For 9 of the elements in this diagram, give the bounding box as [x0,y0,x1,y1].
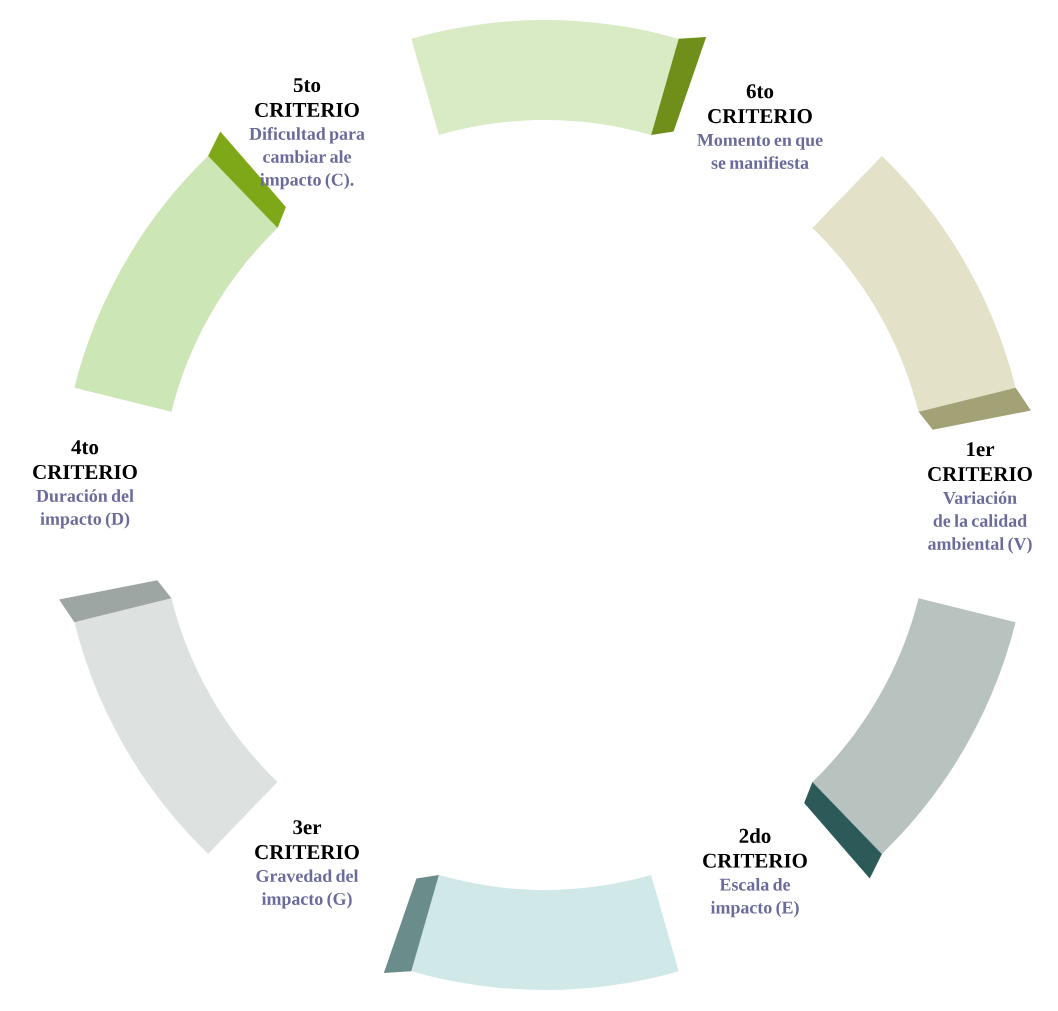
arc-segment [812,156,1031,430]
criterion-label: 2do CRITERIO Escala de impacto (E) [703,828,807,918]
criterion-label: 5to CRITERIO Dificultad para cambiar ale impacto (C). [249,78,365,190]
criterion-label: 6to CRITERIO Momento en que se manifiesta [697,84,823,169]
criterion-label: 3er CRITERIO Gravedad del impacto (G) [255,820,359,909]
arc-segment [411,20,707,135]
criterion-label: 4to CRITERIO Duración del impacto (D) [33,440,137,529]
criterion-label: 1er CRITERIO Variación de la calidad ambiental (V) [928,442,1032,554]
arc-segment [383,875,679,990]
